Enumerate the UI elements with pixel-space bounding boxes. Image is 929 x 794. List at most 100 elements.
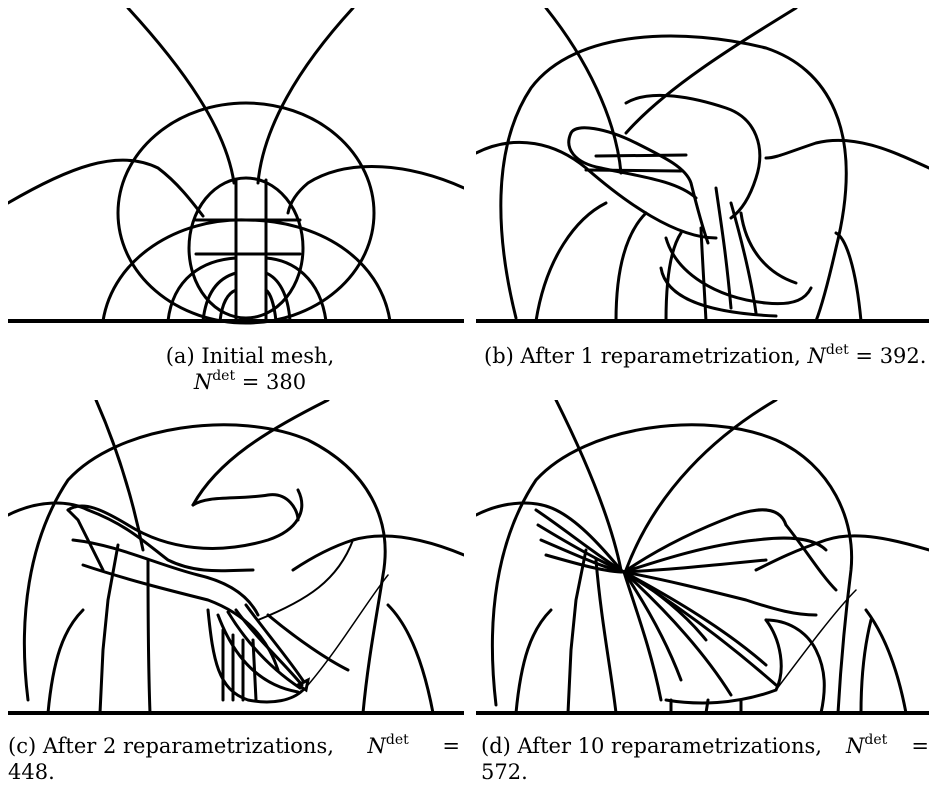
mesh-edge bbox=[861, 620, 871, 713]
caption-a-prefix: (a) Initial mesh, bbox=[165, 344, 335, 368]
mesh-edge bbox=[288, 167, 464, 213]
mesh-edge bbox=[388, 605, 433, 713]
caption-d: (d) After 10 reparametrizations, Ndet = … bbox=[481, 733, 929, 785]
mesh-edge bbox=[298, 680, 308, 690]
mesh-edge bbox=[218, 615, 298, 692]
mesh-edge bbox=[661, 268, 776, 316]
caption-c: (c) After 2 reparametrizations, Ndet = 4… bbox=[8, 733, 460, 785]
mesh-edge bbox=[68, 490, 302, 548]
mesh-edge bbox=[266, 290, 276, 321]
mesh-edge bbox=[786, 525, 836, 590]
mesh-edge bbox=[836, 233, 861, 321]
mesh-edge bbox=[100, 545, 118, 713]
mesh-edge bbox=[666, 238, 811, 304]
mesh-edge bbox=[258, 8, 353, 183]
mesh-edge bbox=[193, 495, 298, 520]
mesh-edge bbox=[236, 610, 302, 685]
mesh-edge bbox=[766, 140, 929, 168]
mesh-edge bbox=[766, 620, 824, 713]
mesh-edge bbox=[616, 213, 646, 321]
caption-c-eq: = bbox=[442, 734, 460, 758]
mesh-edge bbox=[476, 503, 621, 570]
mesh-edge bbox=[624, 572, 816, 615]
mesh-edge bbox=[189, 178, 303, 318]
caption-c-prefix: (c) After 2 reparametrizations, bbox=[8, 734, 334, 758]
mesh-edge bbox=[624, 560, 766, 572]
mesh-edge bbox=[96, 400, 143, 550]
mesh-edge bbox=[546, 8, 621, 173]
mesh-panel-b bbox=[476, 8, 929, 326]
mesh-edge bbox=[128, 8, 234, 183]
caption-a-suffix: = 380 bbox=[241, 370, 307, 394]
mesh-edge bbox=[8, 503, 253, 571]
caption-c-superscript: det bbox=[385, 732, 409, 748]
mesh-edge bbox=[220, 290, 236, 321]
mesh-edge bbox=[546, 555, 624, 572]
mesh-edge bbox=[596, 560, 616, 713]
mesh-edge bbox=[266, 273, 290, 321]
mesh-edge bbox=[492, 425, 851, 713]
mesh-panel-d bbox=[476, 400, 929, 718]
mesh-edge bbox=[624, 572, 776, 685]
mesh-edge bbox=[706, 700, 708, 713]
caption-a-superscript: det bbox=[212, 368, 236, 384]
caption-a: (a) Initial mesh, Ndet = 380 bbox=[120, 343, 380, 395]
mesh-panel-a bbox=[8, 8, 464, 326]
mesh-edge bbox=[193, 400, 328, 505]
mesh-panel-c bbox=[8, 400, 464, 718]
mesh-edge bbox=[501, 36, 846, 321]
mesh-edge bbox=[624, 572, 661, 700]
caption-d-eq: = bbox=[911, 734, 929, 758]
caption-b-prefix: (b) After 1 reparametrization, bbox=[484, 344, 801, 368]
mesh-edge bbox=[228, 612, 300, 688]
mesh-edge bbox=[568, 550, 586, 713]
caption-b-symbol: N bbox=[807, 344, 826, 368]
caption-d-superscript: det bbox=[864, 732, 888, 748]
mesh-edge bbox=[476, 142, 716, 238]
mesh-edge bbox=[756, 536, 929, 570]
mesh-edge bbox=[596, 155, 686, 156]
caption-d-symbol: N bbox=[846, 734, 865, 758]
mesh-edge bbox=[536, 510, 624, 572]
caption-b-suffix: = 392. bbox=[855, 344, 927, 368]
mesh-edge bbox=[666, 233, 681, 321]
mesh-edge bbox=[24, 425, 385, 713]
mesh-edge bbox=[626, 400, 776, 570]
mesh-edge bbox=[624, 572, 681, 680]
mesh-edge bbox=[716, 188, 731, 308]
mesh-edge bbox=[516, 610, 551, 713]
mesh-edge bbox=[624, 538, 826, 572]
caption-d-value: 572. bbox=[481, 760, 528, 784]
mesh-edge bbox=[626, 95, 760, 218]
mesh-edge bbox=[776, 590, 856, 690]
mesh-edge bbox=[258, 540, 353, 620]
mesh-edge bbox=[308, 575, 388, 685]
caption-c-symbol: N bbox=[367, 734, 386, 758]
mesh-edge bbox=[68, 510, 103, 570]
mesh-edge bbox=[571, 128, 708, 243]
mesh-edge bbox=[203, 273, 236, 321]
caption-d-prefix: (d) After 10 reparametrizations, bbox=[481, 734, 822, 758]
mesh-edge bbox=[624, 572, 731, 695]
mesh-edge bbox=[624, 510, 786, 572]
caption-b-superscript: det bbox=[825, 342, 849, 358]
mesh-edge bbox=[266, 258, 326, 321]
mesh-edge bbox=[103, 220, 390, 321]
mesh-edge bbox=[253, 640, 256, 700]
caption-b: (b) After 1 reparametrization, Ndet = 39… bbox=[484, 343, 929, 369]
mesh-edge bbox=[148, 560, 150, 713]
mesh-edge bbox=[168, 258, 236, 321]
mesh-edge bbox=[626, 8, 796, 133]
mesh-edge bbox=[731, 203, 756, 313]
mesh-edge bbox=[246, 605, 304, 682]
mesh-edge bbox=[48, 610, 83, 713]
mesh-edge bbox=[556, 400, 621, 570]
mesh-edge bbox=[536, 203, 606, 321]
caption-c-value: 448. bbox=[8, 760, 55, 784]
mesh-edge bbox=[866, 610, 906, 713]
mesh-edge bbox=[73, 540, 258, 615]
mesh-edge bbox=[268, 615, 348, 670]
caption-a-symbol: N bbox=[193, 370, 213, 394]
mesh-edge bbox=[741, 213, 796, 283]
mesh-edge bbox=[8, 160, 203, 216]
